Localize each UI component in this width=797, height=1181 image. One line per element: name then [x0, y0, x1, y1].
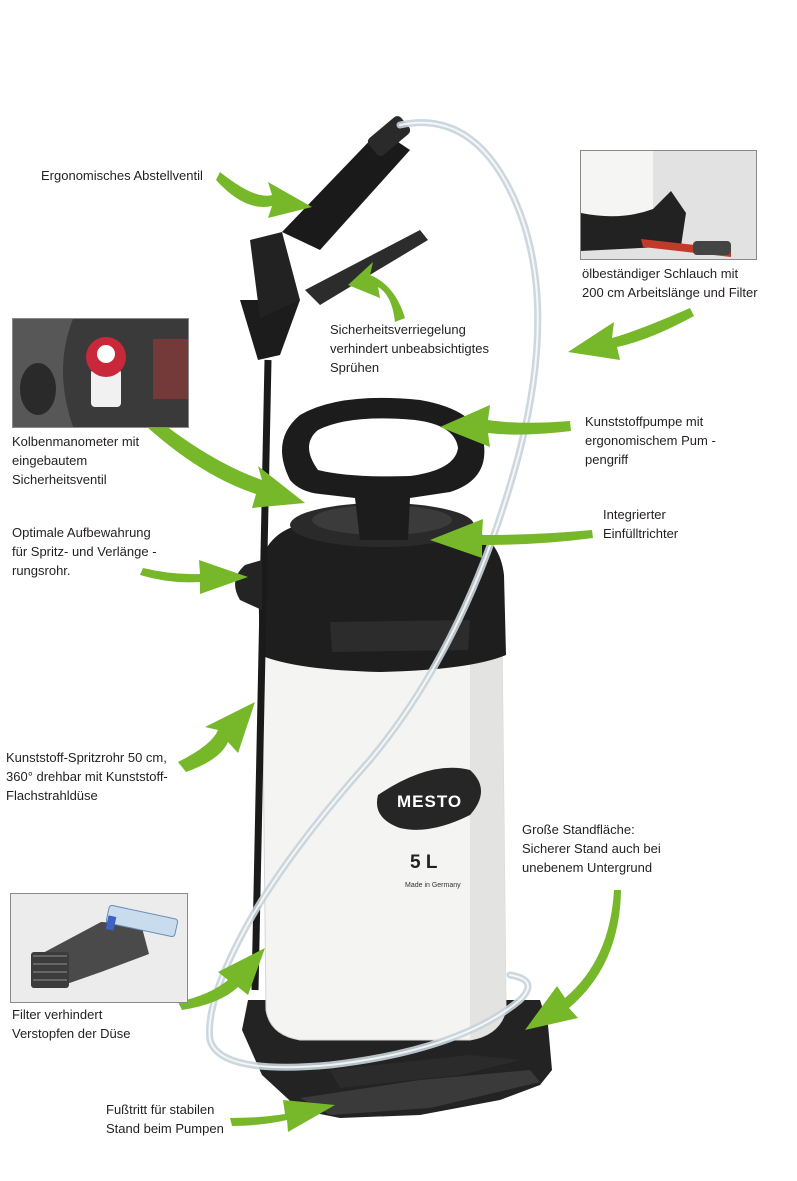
spray-lance — [235, 116, 428, 991]
arrow-lock — [348, 262, 405, 322]
hose-detail-photo — [580, 150, 757, 260]
label-funnel: Integrierter Einfülltrichter — [603, 507, 679, 541]
label-manometer: Kolbenmanometer mit eingebautem Sicherhe… — [12, 434, 140, 487]
arrow-funnel — [430, 519, 593, 558]
label-storage: Optimale Aufbewahrung für Spritz- und Ve… — [12, 525, 157, 578]
tank-body — [258, 503, 507, 1041]
origin-label: Made in Germany — [405, 882, 461, 889]
manometer-detail-photo — [12, 318, 189, 428]
label-hose: ölbeständiger Schlauch mit 200 cm Arbeit… — [582, 266, 758, 300]
arrow-hose — [568, 308, 694, 360]
label-filter: Filter verhindert Verstopfen der Düse — [12, 1007, 131, 1041]
arrow-lance — [178, 702, 255, 772]
volume-label: 5 L — [410, 852, 438, 873]
label-base: Große Standfläche: Sicherer Stand auch b… — [522, 822, 661, 875]
pump-handle — [282, 397, 485, 540]
label-valve: Ergonomisches Abstellventil — [41, 168, 203, 183]
arrow-foot — [230, 1100, 335, 1132]
label-safety-lock: Sicherheitsverriegelung verhindert unbea… — [330, 322, 489, 375]
label-lance: Kunststoff-Spritzrohr 50 cm, 360° drehba… — [6, 750, 168, 803]
arrow-manometer — [132, 405, 305, 508]
brand-logo: MESTO 5 L Made in Germany — [376, 767, 481, 889]
arrow-valve — [216, 172, 312, 218]
arrow-base — [525, 890, 621, 1030]
arrow-pump — [440, 405, 571, 447]
filter-detail-photo — [10, 893, 188, 1003]
arrow-filter — [178, 948, 265, 1010]
label-pump: Kunststoffpumpe mit ergonomischem Pum - … — [585, 414, 716, 467]
callout-arrows — [132, 172, 694, 1132]
arrow-storage — [140, 560, 248, 594]
brand-name: MESTO — [397, 792, 462, 811]
label-foot: Fußtritt für stabilen Stand beim Pumpen — [106, 1102, 224, 1136]
